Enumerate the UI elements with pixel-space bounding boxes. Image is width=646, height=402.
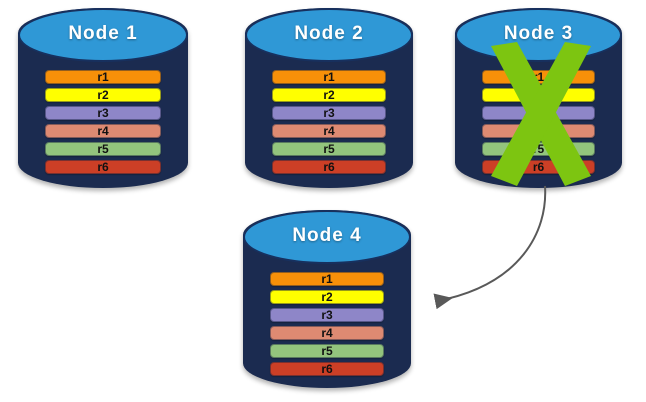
row-label: r6 xyxy=(97,160,109,174)
cylinder-top-cap: Node 3 xyxy=(455,8,622,62)
row-label: r1 xyxy=(532,70,545,84)
data-row[interactable]: r5 xyxy=(45,142,161,156)
row-label: r3 xyxy=(321,308,333,322)
row-label: r5 xyxy=(321,344,333,358)
node-cylinder-3[interactable]: Node 3 r1 r2 r3 r4 r5 r6 xyxy=(455,8,622,188)
data-row[interactable]: r1 xyxy=(272,70,386,84)
row-stack: r1 r2 r3 r4 r5 r6 xyxy=(270,272,384,376)
data-row[interactable]: r4 xyxy=(45,124,161,138)
data-row[interactable]: r3 xyxy=(482,106,595,120)
data-row[interactable]: r2 xyxy=(482,88,595,102)
data-row[interactable]: r3 xyxy=(45,106,161,120)
row-label: r4 xyxy=(532,124,545,138)
row-label: r3 xyxy=(532,106,545,120)
row-label: r6 xyxy=(532,160,545,174)
data-row[interactable]: r3 xyxy=(270,308,384,322)
node-title: Node 3 xyxy=(503,23,574,44)
row-label: r5 xyxy=(97,142,109,156)
row-label: r2 xyxy=(321,290,333,304)
node-title: Node 2 xyxy=(294,23,364,44)
data-row[interactable]: r2 xyxy=(270,290,384,304)
data-row[interactable]: r6 xyxy=(272,160,386,174)
row-stack: r1 r2 r3 r4 r5 r6 xyxy=(272,70,386,174)
data-row[interactable]: r6 xyxy=(45,160,161,174)
data-row[interactable]: r6 xyxy=(270,362,384,376)
cylinder-top-cap: Node 1 xyxy=(18,8,188,62)
node-cylinder-1[interactable]: Node 1 r1 r2 r3 r4 r5 r6 xyxy=(18,8,188,188)
cylinder-top-cap: Node 4 xyxy=(243,210,411,264)
data-row[interactable]: r4 xyxy=(272,124,386,138)
data-row[interactable]: r5 xyxy=(270,344,384,358)
row-label: r6 xyxy=(321,362,333,376)
data-row[interactable]: r5 xyxy=(482,142,595,156)
data-row[interactable]: r6 xyxy=(482,160,595,174)
data-row[interactable]: r3 xyxy=(272,106,386,120)
data-row[interactable]: r4 xyxy=(482,124,595,138)
data-row[interactable]: r2 xyxy=(272,88,386,102)
node-title: Node 1 xyxy=(68,23,138,44)
row-label: r5 xyxy=(532,142,545,156)
row-label: r1 xyxy=(323,70,335,84)
row-label: r5 xyxy=(323,142,335,156)
data-row[interactable]: r4 xyxy=(270,326,384,340)
node-cylinder-2[interactable]: Node 2 r1 r2 r3 r4 r5 r6 xyxy=(245,8,413,188)
row-label: r2 xyxy=(323,88,335,102)
data-row[interactable]: r1 xyxy=(270,272,384,286)
row-label: r3 xyxy=(323,106,335,120)
row-label: r3 xyxy=(97,106,109,120)
row-stack: r1 r2 r3 r4 r5 r6 xyxy=(45,70,161,174)
row-label: r2 xyxy=(532,88,545,102)
row-stack: r1 r2 r3 r4 r5 r6 xyxy=(482,70,595,174)
node-cylinder-4[interactable]: Node 4 r1 r2 r3 r4 r5 r6 xyxy=(243,210,411,388)
data-row[interactable]: r5 xyxy=(272,142,386,156)
cylinder-top-cap: Node 2 xyxy=(245,8,413,62)
row-label: r6 xyxy=(323,160,335,174)
row-label: r1 xyxy=(97,70,109,84)
row-label: r4 xyxy=(323,124,335,138)
data-row[interactable]: r1 xyxy=(482,70,595,84)
data-row[interactable]: r2 xyxy=(45,88,161,102)
row-label: r1 xyxy=(321,272,333,286)
row-label: r4 xyxy=(321,326,333,340)
row-label: r4 xyxy=(97,124,109,138)
row-label: r2 xyxy=(97,88,109,102)
data-row[interactable]: r1 xyxy=(45,70,161,84)
node-title: Node 4 xyxy=(292,225,362,246)
arrow-path xyxy=(433,185,547,310)
